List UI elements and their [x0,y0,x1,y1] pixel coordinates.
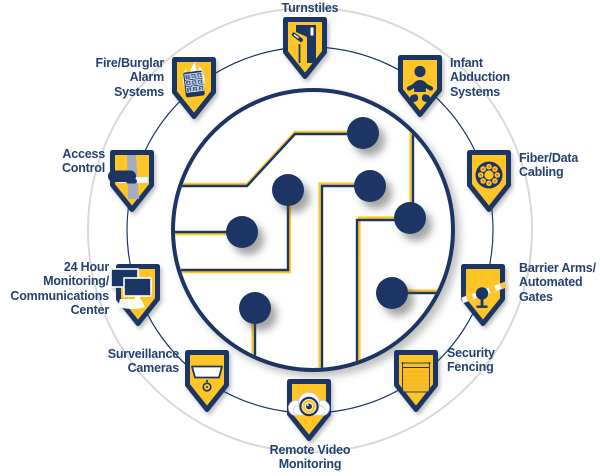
circuit-node [347,117,379,149]
shield-monitoring-center [110,264,160,326]
shield-access-control [108,150,154,212]
circuit-node [272,174,304,206]
circuit-node [394,202,426,234]
svg-text:9: 9 [198,73,202,78]
label-fiber-data-cabling: Fiber/Data Cabling [519,151,579,180]
circuit-node [239,292,271,324]
shield-security-fencing [394,350,438,412]
svg-text:1: 1 [188,87,192,92]
card-reader-icon [108,155,149,199]
circuit-node [226,216,258,248]
fence-icon [401,362,431,393]
shield-surveillance-cameras [185,350,229,412]
baby-icon [406,65,434,103]
circuit-trace [180,130,363,188]
circuit-trace [181,190,292,274]
circuit-node [376,277,408,309]
label-barrier-arms: Barrier Arms/ Automated Gates [519,261,596,304]
circuit-node [354,170,386,202]
label-access-control: Access Control [61,147,105,176]
svg-text:6: 6 [199,79,203,84]
label-security-fencing: Security Fencing [447,346,495,375]
fiber-cable-icon [475,161,503,189]
svg-text:5: 5 [193,80,197,85]
label-fire-burglar-alarm: Fire/Burglar Alarm Systems [95,56,165,99]
shield-remote-video [287,379,331,441]
svg-text:3: 3 [200,86,204,91]
label-turnstiles: Turnstiles [281,1,339,15]
svg-text:2: 2 [194,86,198,91]
outer-gray-ring [87,7,533,453]
turnstile-icon [291,25,316,63]
label-remote-video: Remote Video Monitoring [269,443,351,472]
label-monitoring-center: 24 Hour Monitoring/ Communications Cente… [10,260,109,317]
svg-text:7: 7 [186,74,190,79]
cloud-eye-icon [288,392,330,417]
circuit-trace [355,216,410,366]
shield-turnstiles [283,17,327,79]
barrier-gate-icon [461,281,507,308]
svg-text:8: 8 [192,73,196,78]
svg-text:4: 4 [187,81,191,86]
label-surveillance-cameras: Surveillance Cameras [107,347,179,376]
shield-barrier-arms [461,264,507,326]
label-infant-abduction: Infant Abduction Systems [450,56,510,99]
shield-infant-abduction [398,55,442,117]
shield-fiber-data-cabling [467,150,511,212]
monitors-icon [110,268,152,309]
dome-camera-icon [191,365,223,392]
